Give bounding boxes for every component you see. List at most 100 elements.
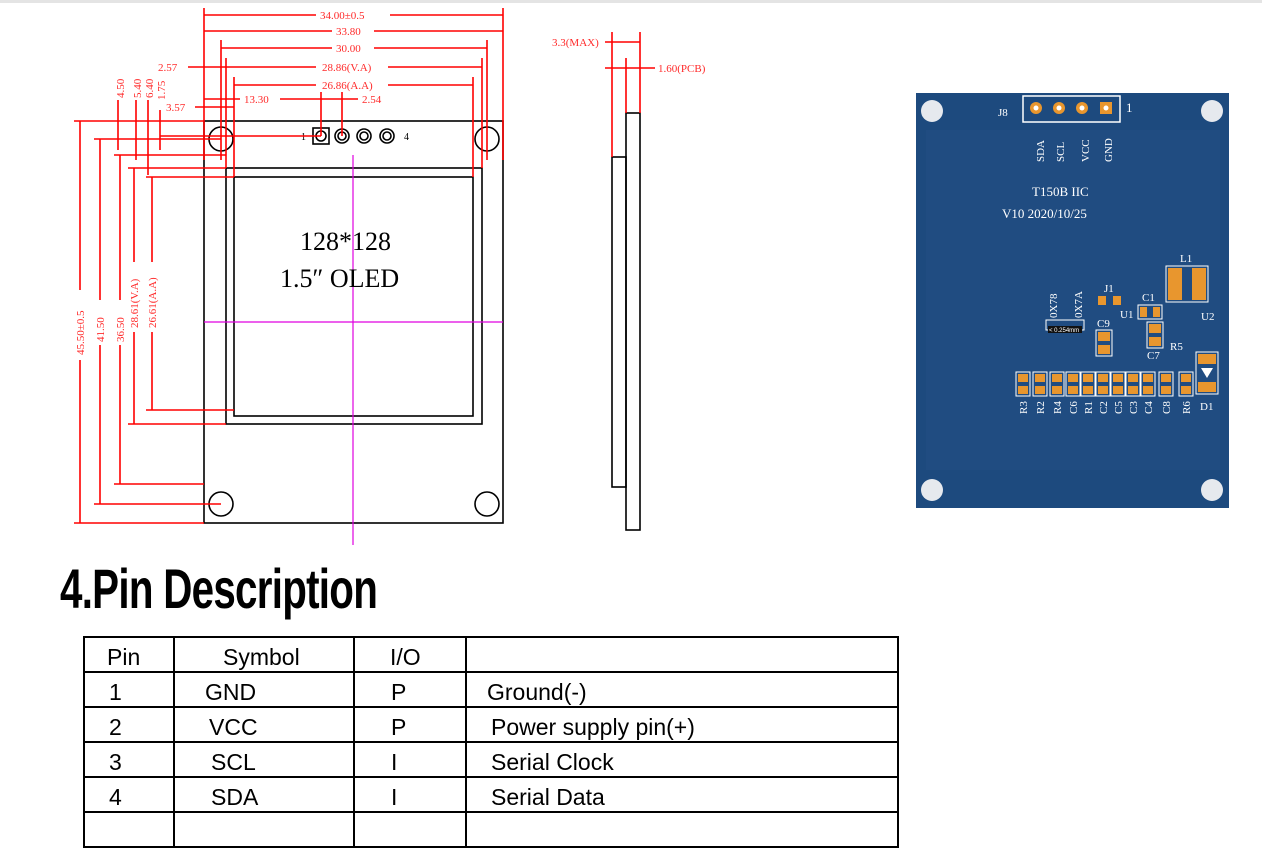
- module-side-view: 3.3(MAX) 1.60(PCB): [552, 32, 706, 531]
- pcb-c9: C9: [1097, 318, 1110, 330]
- pcb-back-image: J8 1 SDA SCL VCC GND T150B IIC V10 2020/…: [916, 93, 1229, 508]
- cell-pin: 3: [109, 749, 122, 775]
- dim-d1: 4.50: [115, 78, 127, 98]
- pcb-pad: [1098, 374, 1108, 382]
- dim-va-height: 28.61(V.A): [129, 278, 141, 328]
- pcb-c7: C7: [1147, 350, 1160, 362]
- pcb-component-label: C2: [1098, 401, 1110, 414]
- header-io: I/O: [390, 644, 421, 670]
- dim-max-thickness: 3.3(MAX): [552, 37, 599, 49]
- pcb-d1: D1: [1200, 401, 1213, 413]
- pcb-pin-vcc: VCC: [1080, 139, 1092, 162]
- dim-aa-width: 26.86(A.A): [322, 80, 373, 92]
- cell-pin: 1: [109, 679, 122, 705]
- section-title: 4.Pin Description: [60, 557, 378, 620]
- pcb-r5: R5: [1170, 341, 1183, 353]
- pcb-u1: U1: [1120, 309, 1133, 321]
- header-symbol: Symbol: [223, 644, 300, 670]
- cell-symbol: GND: [205, 679, 257, 705]
- pcb-component-label: R2: [1035, 401, 1047, 414]
- pcb-pad: [1181, 374, 1191, 382]
- pcb-component-label: C3: [1128, 401, 1140, 414]
- pcb-pad: [1068, 374, 1078, 382]
- header-pin: Pin: [107, 644, 141, 670]
- pcb-component-outline: [1032, 371, 1048, 397]
- pcb-component-label: R6: [1181, 401, 1193, 414]
- pcb-component-outline: [1140, 371, 1156, 397]
- cell-description: Serial Clock: [491, 749, 614, 775]
- pcb-pad: [1035, 374, 1045, 382]
- dim-d4: 1.75: [156, 80, 168, 100]
- cell-symbol: SDA: [211, 784, 259, 810]
- table-row-partial: [83, 811, 899, 848]
- pcb-c1: C1: [1142, 292, 1155, 304]
- pcb-pad: [1083, 386, 1093, 394]
- pcb-component-label: C4: [1143, 401, 1155, 414]
- pcb-component-outline: [1110, 371, 1126, 397]
- dim-va-offset: 2.57: [158, 62, 178, 74]
- pcb-pad: [1098, 386, 1108, 394]
- dim-width-total: 34.00±0.5: [320, 10, 365, 22]
- pcb-pad: [1052, 386, 1062, 394]
- pcb-component-outline: [1080, 371, 1096, 397]
- cell-symbol: VCC: [209, 714, 258, 740]
- pcb-pin-scl: SCL: [1055, 142, 1067, 162]
- dim-d2: 5.40: [132, 78, 144, 98]
- dim-hole-span: 30.00: [336, 43, 361, 55]
- pcb-ox78: 0X78: [1048, 293, 1060, 318]
- pcb-pin-sda: SDA: [1035, 140, 1047, 162]
- dim-va-width: 28.86(V.A): [322, 62, 372, 74]
- page-top-border: [0, 0, 1262, 3]
- pcb-component-outline: [1049, 371, 1065, 397]
- pcb-component-label: R1: [1083, 401, 1095, 414]
- pcb-pin-gnd: GND: [1103, 138, 1115, 162]
- dim-aa-offset: 3.57: [166, 102, 186, 114]
- pcb-component-outline: [1095, 371, 1111, 397]
- table-row: 1 GND P Ground(-): [83, 671, 899, 708]
- pcb-u2: U2: [1201, 311, 1214, 323]
- pcb-component-outline: [1125, 371, 1141, 397]
- pcb-component-label: C6: [1068, 401, 1080, 414]
- cell-io: P: [391, 714, 407, 740]
- pcb-ox7a: 0X7A: [1073, 291, 1085, 318]
- table-header-row: Pin Symbol I/O: [83, 636, 899, 673]
- module-front-view: 1 4 128*128 1.5″ OLED: [203, 120, 504, 545]
- pin-last-label: 4: [404, 132, 409, 143]
- top-dimensions: 34.00±0.5 33.80 30.00 28.86(V.A) 2.57 26…: [158, 8, 504, 177]
- pcb-pad: [1161, 386, 1171, 394]
- pcb-pad: [1018, 374, 1028, 382]
- dim-pcb-thickness: 1.60(PCB): [658, 63, 706, 75]
- pcb-pad: [1068, 386, 1078, 394]
- pcb-model: T150B IIC: [1032, 184, 1089, 199]
- pcb-j1: J1: [1104, 283, 1114, 295]
- pcb-pad: [1052, 374, 1062, 382]
- pcb-pad: [1128, 374, 1138, 382]
- pcb-component-label: R3: [1018, 401, 1030, 414]
- pcb-pad: [1161, 374, 1171, 382]
- pcb-pad: [1083, 374, 1093, 382]
- pcb-component-outline: [1158, 371, 1174, 397]
- pcb-pad: [1128, 386, 1138, 394]
- display-size: 1.5″ OLED: [280, 264, 399, 293]
- cell-io: I: [391, 749, 398, 775]
- pin-description-table: Pin Symbol I/O 1 GND P Ground(-) 2 VCC P…: [83, 636, 899, 848]
- dim-width-pcb: 33.80: [336, 26, 361, 38]
- table-row: 2 VCC P Power supply pin(+): [83, 706, 899, 743]
- pcb-component-label: R4: [1052, 401, 1064, 414]
- pcb-component-outline: [1178, 371, 1194, 397]
- pcb-component-label: C8: [1161, 401, 1173, 414]
- cell-io: P: [391, 679, 407, 705]
- pcb-component-outline: [1065, 371, 1081, 397]
- pcb-l1: L1: [1180, 253, 1192, 265]
- pcb-pin1-label: 1: [1126, 100, 1133, 115]
- pcb-component-outline: [1015, 371, 1031, 397]
- dim-hole-span-v: 41.50: [95, 317, 107, 342]
- pcb-version: V10 2020/10/25: [1002, 206, 1087, 221]
- pcb-pad: [1143, 374, 1153, 382]
- cell-description: Serial Data: [491, 784, 605, 810]
- pin-first-label: 1: [301, 132, 306, 143]
- pcb-component-label: C5: [1113, 401, 1125, 414]
- pcb-pad: [1018, 386, 1028, 394]
- pcb-connector-label: J8: [998, 107, 1008, 119]
